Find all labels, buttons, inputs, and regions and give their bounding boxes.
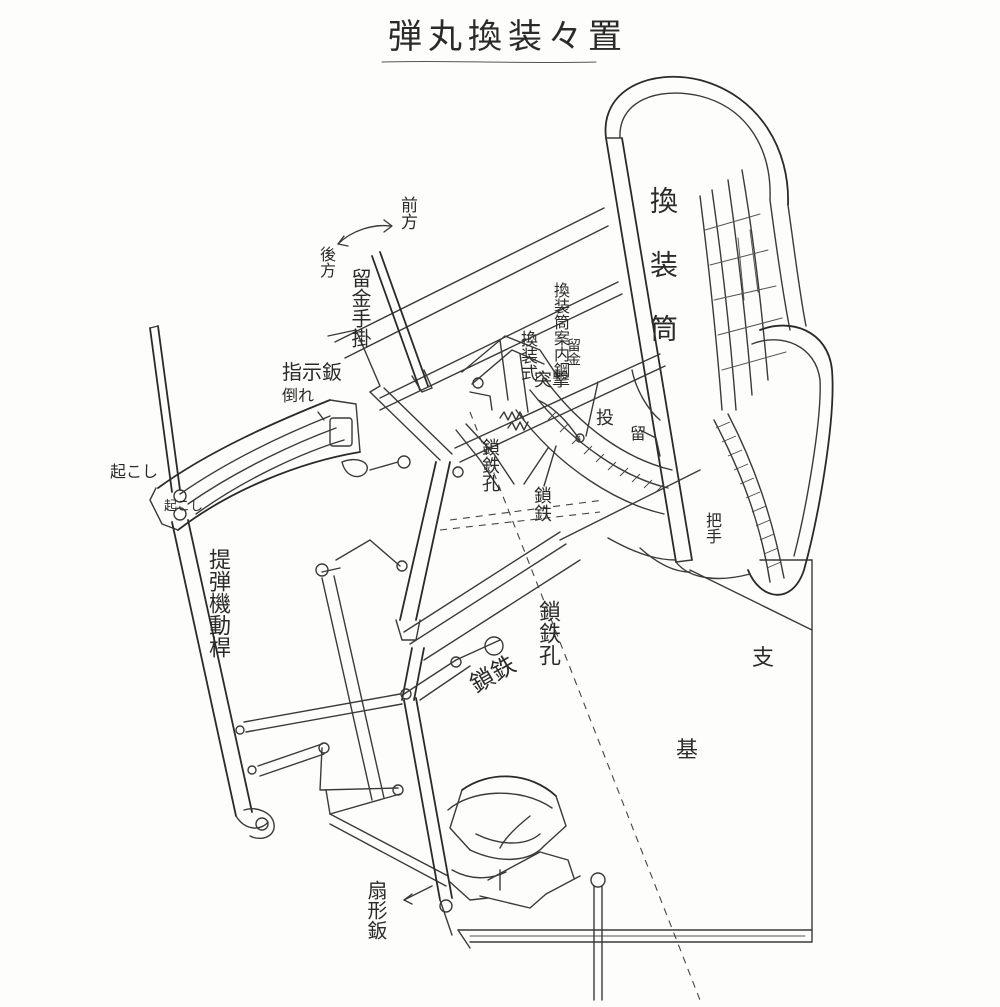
label-latch-handle: 留金手掛 xyxy=(348,268,372,348)
label-tilt: 倒れ xyxy=(282,386,315,405)
label-loading-chute: 換装筒 xyxy=(646,186,679,378)
label-raise-small: 起こし xyxy=(164,499,204,514)
label-stop: 留 xyxy=(630,424,647,443)
diagram-title: 弾丸換装々置 xyxy=(388,17,628,57)
label-rear: 後方 xyxy=(317,246,336,278)
feed-operating-rod xyxy=(171,519,275,840)
magazine-tray xyxy=(461,335,673,515)
label-latch: 留金 xyxy=(565,338,581,366)
label-grip-right: 把手 xyxy=(703,512,722,544)
label-thrust: 突撃 xyxy=(534,370,570,391)
label-support: 支 xyxy=(752,646,775,671)
label-loading-type: 換装式 xyxy=(517,330,537,381)
middle-linkages xyxy=(243,251,581,901)
hand-lever xyxy=(149,325,187,521)
label-chain-upper: 鎖鉄 xyxy=(531,486,552,522)
label-forward: 前方 xyxy=(397,196,417,230)
label-indicator-plate: 指示鈑 xyxy=(282,360,342,384)
label-chain-hole-upper: 鎖鉄孔 xyxy=(479,438,500,492)
direction-arrows xyxy=(317,219,599,905)
fan-plate xyxy=(439,775,606,1001)
label-chain-hole-lower: 鎖鉄孔 xyxy=(535,600,560,666)
label-base: 基 xyxy=(676,738,699,763)
support-base xyxy=(457,559,813,949)
axis-lines xyxy=(439,411,701,1001)
label-feed-operating-rod: 提弾機動桿 xyxy=(205,548,230,658)
loading-chute xyxy=(604,75,834,596)
label-throw: 投 xyxy=(596,408,614,429)
label-fan-plate: 扇形鈑 xyxy=(364,880,388,940)
indicator-plate xyxy=(149,399,368,531)
label-raise-left: 起こし xyxy=(110,462,159,481)
title-underline xyxy=(381,60,597,64)
label-chute-guide: 換装筒案内鋼 xyxy=(551,282,570,378)
